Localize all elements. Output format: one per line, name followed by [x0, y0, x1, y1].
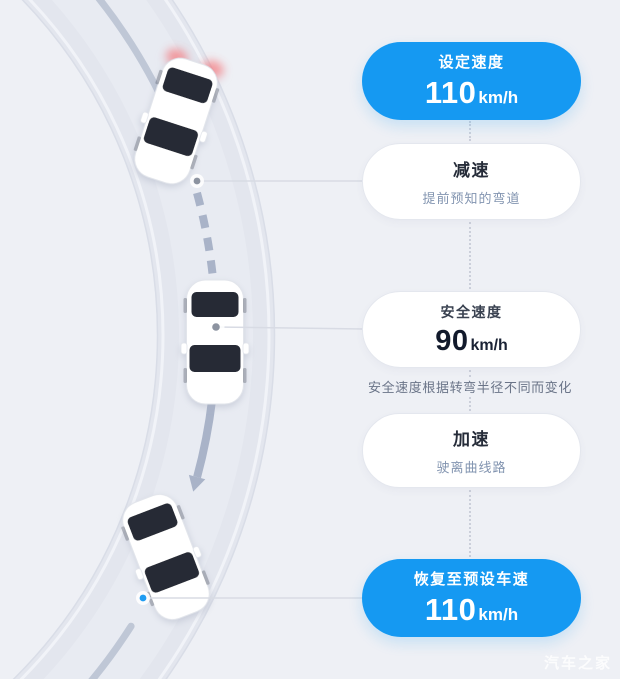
leader-line-safe-speed [215, 326, 365, 330]
trajectory [88, 0, 218, 679]
card-accelerate: 加速 驶离曲线路 [362, 413, 581, 488]
card-safe-speed: 安全速度 90 km/h [362, 291, 581, 368]
waypoint-dot-braking [190, 174, 204, 188]
card-subtitle: 驶离曲线路 [436, 460, 507, 475]
road-edge-line [165, 0, 276, 679]
card-title: 安全速度 [440, 303, 503, 320]
road-edge-highlight [157, 0, 271, 679]
speed-number: 90 [435, 324, 469, 357]
card-title: 设定速度 [438, 54, 505, 71]
speed-unit: km/h [470, 336, 508, 354]
car-braking [124, 48, 228, 191]
speed-value: 90 km/h [435, 325, 508, 358]
car-in-curve [180, 279, 250, 405]
card-title: 减速 [453, 161, 490, 180]
waypoint-dot-exiting [136, 591, 150, 605]
speed-unit: km/h [478, 88, 519, 107]
speed-number: 110 [424, 592, 477, 627]
dotted-connector [469, 397, 471, 411]
card-title: 恢复至预设车速 [413, 571, 530, 588]
speed-unit: km/h [478, 605, 519, 624]
dotted-connector [469, 222, 471, 289]
card-subtitle: 提前预知的弯道 [422, 191, 521, 206]
card-resume-speed: 恢复至预设车速 110 km/h [362, 559, 581, 637]
speed-number: 110 [424, 75, 477, 110]
leader-lines [143, 180, 365, 599]
road-edge-line [12, 0, 159, 679]
card-decelerate: 减速 提前预知的弯道 [362, 143, 581, 220]
trajectory-dashed-line [193, 191, 218, 281]
dotted-connector [469, 121, 471, 141]
dotted-connector [469, 370, 471, 377]
safe-speed-note: 安全速度根据转弯半径不同而变化 [367, 380, 572, 395]
site-watermark: 汽车之家 [543, 655, 612, 672]
speed-value: 110 km/h [425, 592, 518, 628]
card-set-speed: 设定速度 110 km/h [362, 42, 581, 120]
dotted-connector [469, 490, 471, 557]
road-edge-highlight [19, 0, 165, 679]
speed-value: 110 km/h [425, 75, 518, 111]
card-title: 加速 [453, 430, 490, 449]
waypoint-dot-in-curve [207, 318, 225, 336]
trajectory-exit-line [88, 622, 135, 679]
trajectory-arrowhead [188, 474, 206, 492]
